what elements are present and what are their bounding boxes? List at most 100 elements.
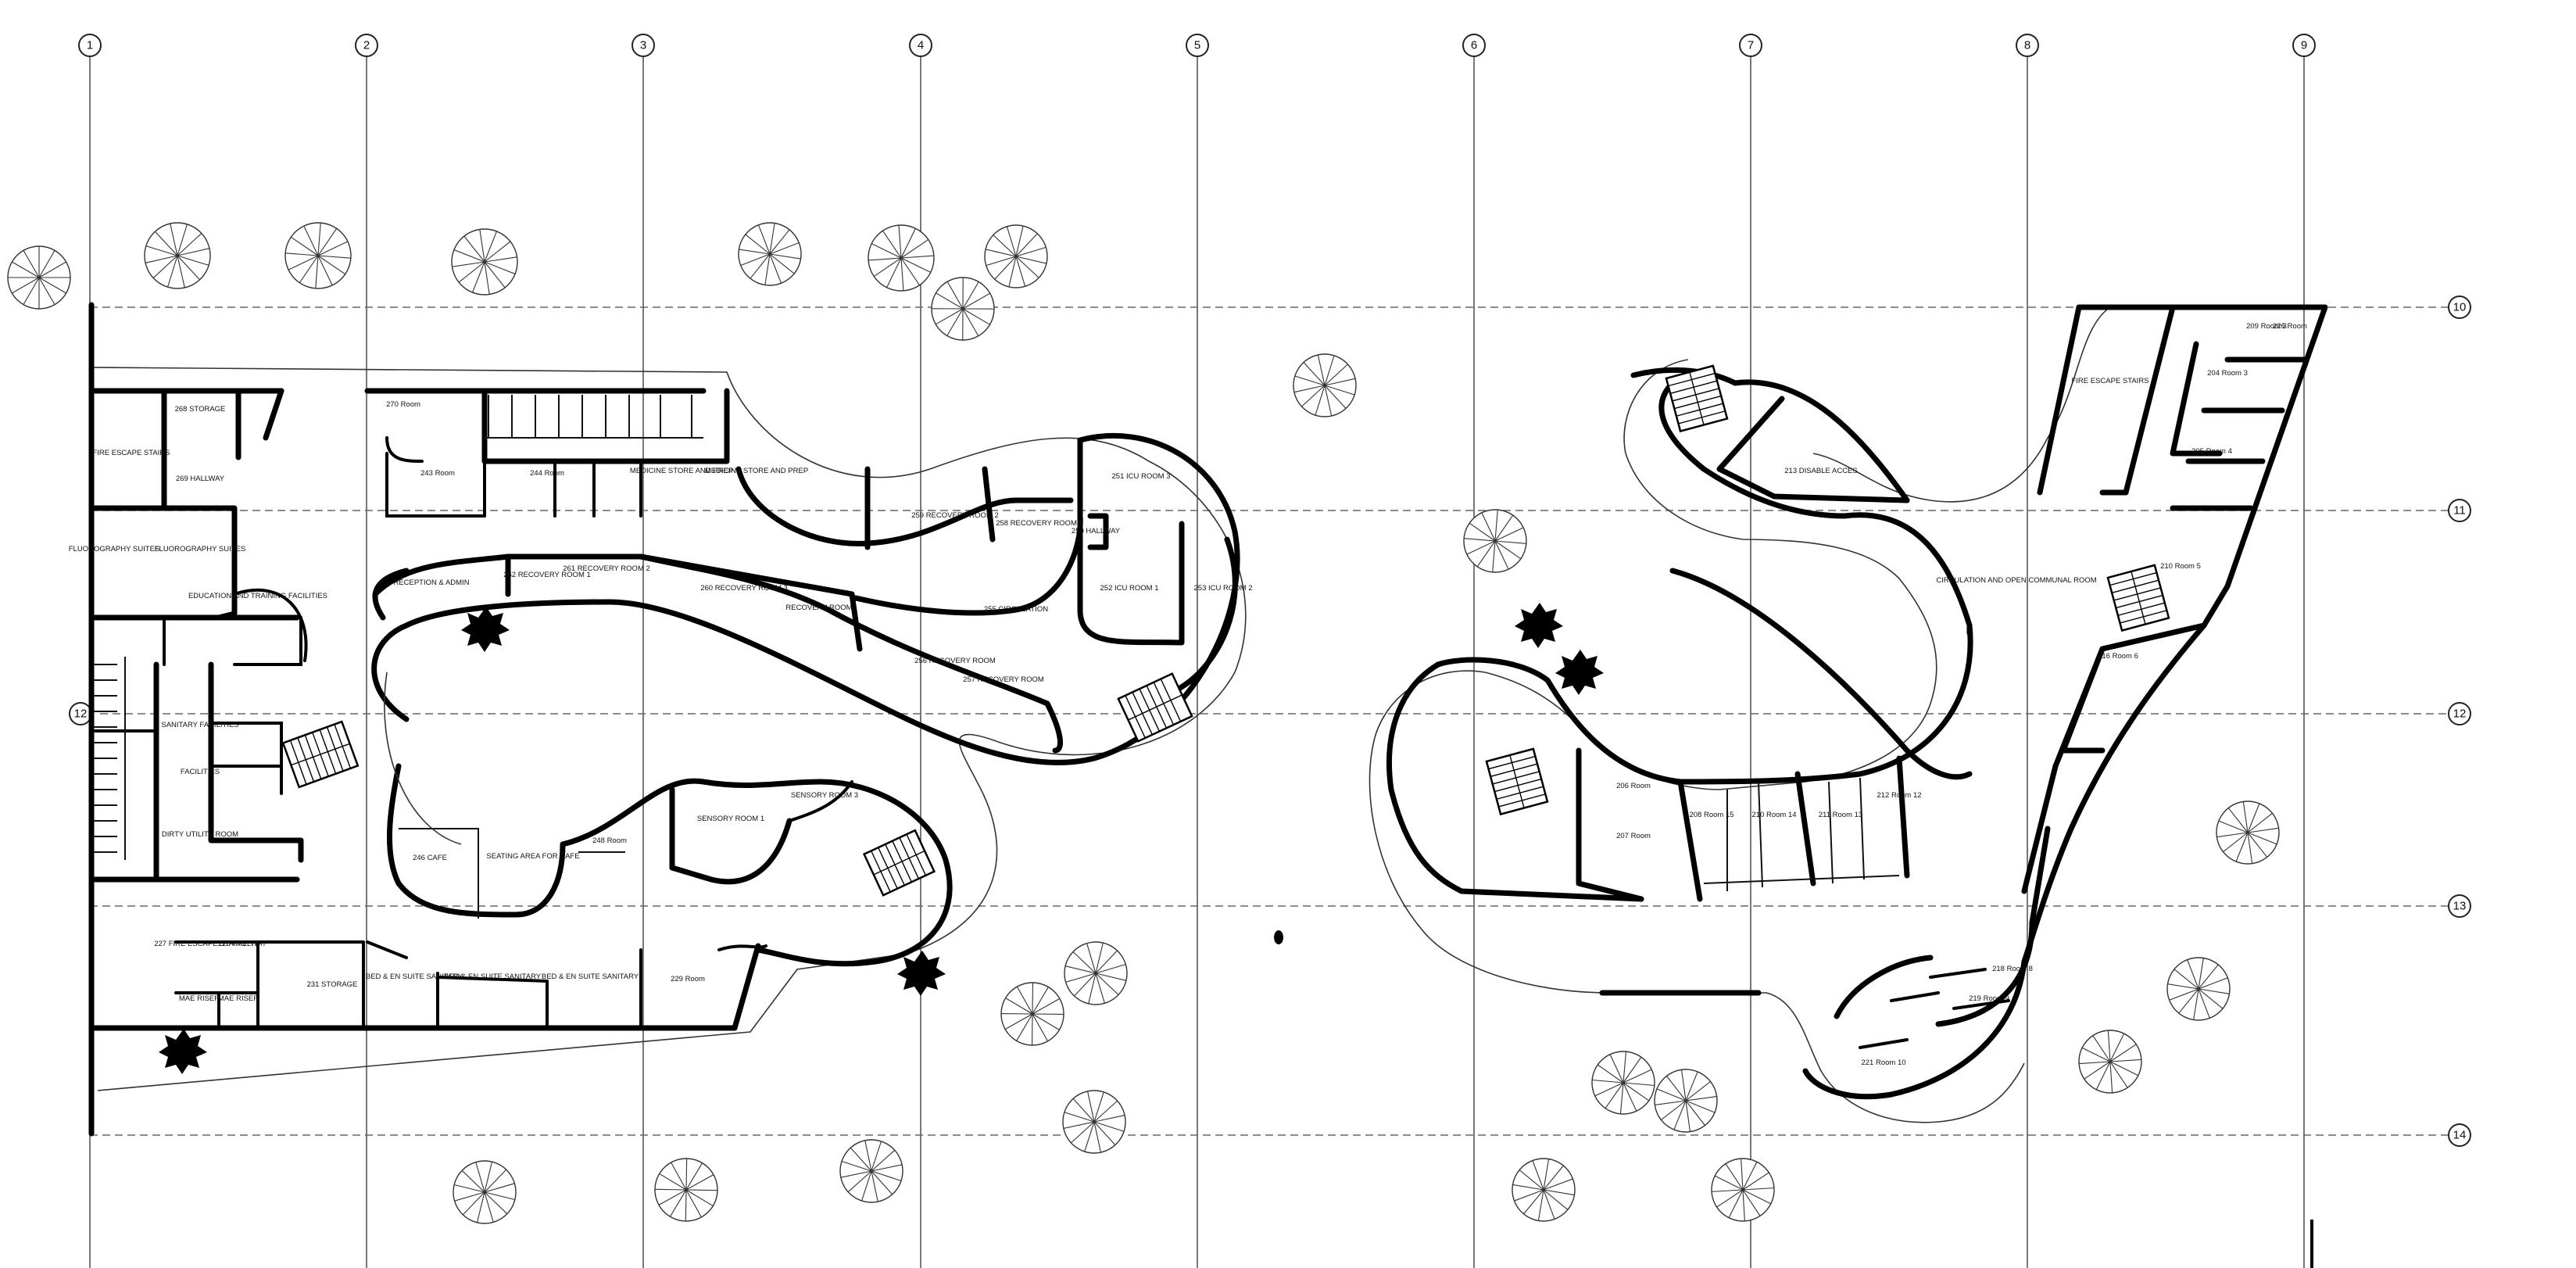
room-label: 207 Room: [1616, 832, 1651, 840]
room-label: 229 Room: [671, 975, 705, 983]
stair-icon-6: [2106, 564, 2170, 632]
grid-label-2: 2: [363, 39, 370, 52]
room-label: 206 Room: [1616, 782, 1651, 790]
tree-icon: [284, 222, 352, 289]
shrub-icon-2: [897, 951, 946, 996]
stair-icon-3: [862, 829, 936, 897]
grid-bubble-10: 10: [2448, 296, 2471, 319]
room-label: 227 FIRE ESCAPE STAIRS: [154, 940, 246, 948]
room-label: 255 CIRCULATION: [984, 605, 1048, 614]
grid-label-7: 7: [1748, 39, 1754, 52]
room-label: RECEPTION & ADMIN: [393, 578, 469, 587]
room-label: 259 RECOVERY ROOM 2: [911, 511, 999, 520]
tree-icon: [1654, 1069, 1718, 1133]
grid-label-11: 11: [2453, 504, 2466, 518]
room-label: 250 HALLWAY: [1072, 527, 1121, 535]
room-label: 243 Room: [420, 469, 455, 478]
tree-icon: [1000, 982, 1064, 1046]
grid-label-10: 10: [2453, 301, 2467, 314]
grid-bubble-2: 2: [355, 34, 378, 57]
stair-icon-1: [281, 720, 360, 789]
room-label: 256 RECOVERY ROOM: [914, 657, 996, 665]
grid-label-1: 1: [87, 39, 93, 52]
grid-label-9: 9: [2301, 39, 2307, 52]
grid-label-3: 3: [640, 39, 646, 52]
room-label: MEDICINE STORE AND PREP: [630, 467, 733, 475]
room-label: 211 Room 13: [1819, 811, 1862, 819]
grid-bubble-11: 11: [2448, 499, 2471, 522]
tree-icon: [2078, 1030, 2142, 1094]
grid-bubble-4: 4: [909, 34, 932, 57]
tree-icon: [738, 222, 802, 286]
room-label: MEDICINE STORE AND PREP: [705, 467, 808, 475]
tree-icon: [1512, 1158, 1576, 1222]
grid-bubble-6: 6: [1462, 34, 1486, 57]
stair-icon-2: [1117, 672, 1193, 743]
room-label: 210 Room 5: [2160, 562, 2201, 571]
grid-label-5: 5: [1194, 39, 1200, 52]
room-label: 221 Room 10: [1861, 1058, 1905, 1067]
grid-label-4: 4: [918, 39, 924, 52]
room-label: RECOVERY ROOM: [785, 604, 852, 612]
grid-bubble-13: 13: [2448, 894, 2471, 918]
tree-icon: [451, 228, 518, 296]
room-label: 216 Room 6: [2098, 652, 2138, 661]
tree-icons: [7, 222, 2280, 1224]
tree-icon: [453, 1160, 517, 1224]
tree-icon: [1591, 1051, 1655, 1115]
tree-icon: [1463, 509, 1527, 573]
room-label: 212 Room 12: [1877, 791, 1921, 800]
room-label: SEATING AREA FOR CAFE: [486, 852, 579, 861]
grid-label-6: 6: [1471, 39, 1477, 52]
right-building-walls: [1368, 304, 2328, 1123]
room-label: 248 Room: [592, 836, 627, 845]
tree-icon: [7, 245, 71, 310]
tree-icon: [868, 224, 935, 292]
room-label: 226 Room: [2273, 322, 2307, 331]
room-label: 205 Room 4: [2191, 447, 2232, 456]
room-label: BED & EN SUITE SANITARY: [444, 972, 542, 981]
room-label: 246 CAFE: [413, 854, 447, 862]
room-label: 260 RECOVERY ROOM 3: [700, 584, 788, 593]
room-label: 209 Room 3: [2246, 322, 2287, 331]
grid-bubble-8: 8: [2016, 34, 2039, 57]
room-label: SENSORY ROOM 3: [791, 791, 858, 800]
room-label: SENSORY ROOM 1: [697, 815, 764, 823]
room-label: FACILITIES: [181, 768, 220, 776]
tree-icon: [984, 224, 1048, 288]
room-label: 228 HALLWAY: [218, 940, 267, 948]
room-label: 208 Room 15: [1689, 811, 1733, 819]
room-label: MAE RISER: [179, 994, 220, 1003]
grid-bubble-9: 9: [2292, 34, 2316, 57]
shrub-icon-3: [159, 1029, 207, 1074]
room-label: 262 RECOVERY ROOM 1: [503, 571, 591, 579]
tree-icon: [654, 1158, 718, 1222]
tree-icon: [144, 222, 211, 289]
tree-icon: [1062, 1090, 1126, 1154]
shrub-icon-1: [461, 607, 510, 652]
room-label: 219 Room 9: [1969, 994, 2009, 1003]
room-label: 213 DISABLE ACCES: [1784, 467, 1857, 475]
room-label: EDUCATION AND TRAINING FACILITIES: [188, 592, 327, 600]
stair-icon-4: [1665, 364, 1729, 433]
left-building-walls: [88, 302, 1247, 1137]
tree-icon: [1064, 941, 1128, 1005]
grid-label-13: 13: [2453, 900, 2467, 913]
grid-bubble-12-left: 12: [69, 702, 92, 725]
grid-bubble-1: 1: [78, 34, 102, 57]
room-label: FIRE ESCAPE STAIRS: [2071, 377, 2148, 385]
room-label: 218 Room 8: [1992, 965, 2033, 973]
room-label: 269 HALLWAY: [176, 475, 225, 483]
grid-bubble-14: 14: [2448, 1123, 2471, 1147]
shrub-icon-4: [1515, 603, 1563, 648]
room-label: 253 ICU ROOM 2: [1194, 584, 1253, 593]
room-label: BED & EN SUITE SANITARY: [542, 972, 639, 981]
room-label: 261 RECOVERY ROOM 2: [563, 564, 650, 573]
room-label: MAE RISER: [218, 994, 259, 1003]
room-label: 268 STORAGE: [175, 405, 226, 414]
room-label: CIRCULATION AND OPEN COMMUNAL ROOM: [1936, 576, 2096, 585]
grid-label-8: 8: [2024, 39, 2030, 52]
tree-icon: [2216, 801, 2280, 865]
room-label: BED & EN SUITE SANITARY: [366, 972, 463, 981]
